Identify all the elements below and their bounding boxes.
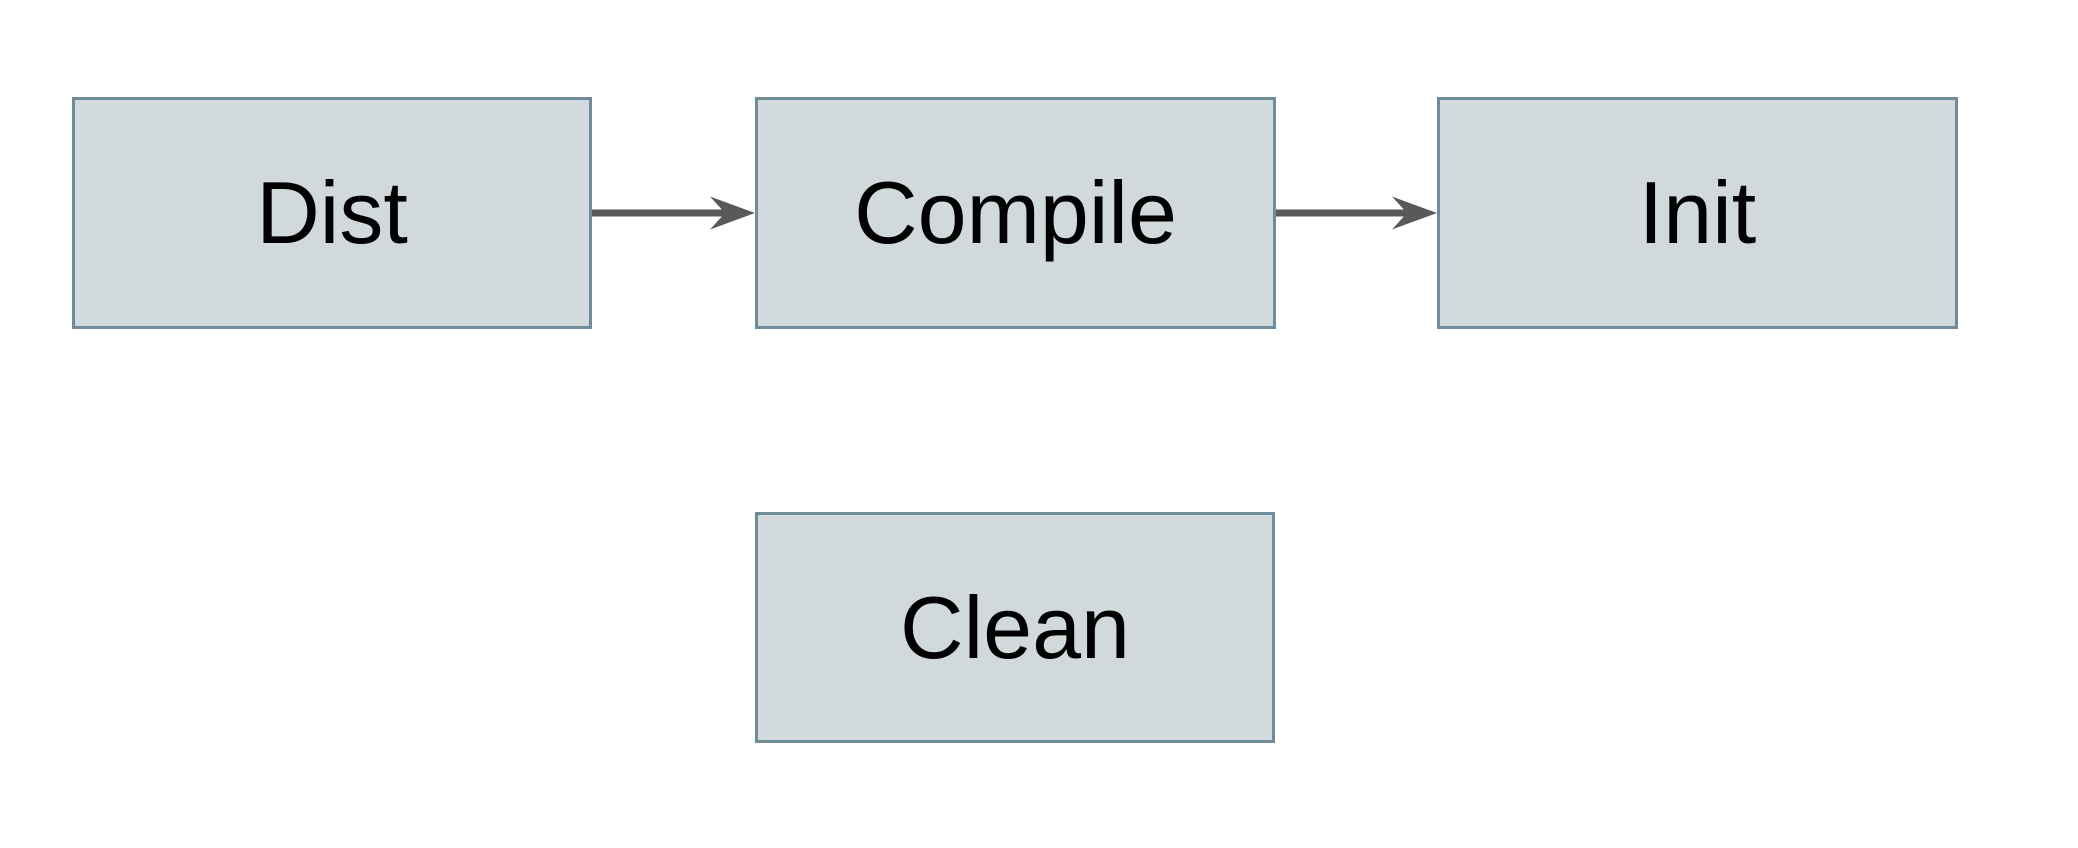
node-init-label: Init — [1638, 163, 1757, 262]
node-clean-label: Clean — [900, 577, 1130, 677]
arrow-compile-to-init-head-icon — [1392, 196, 1437, 230]
arrow-dist-to-compile-head-icon — [710, 196, 755, 230]
node-init: Init — [1437, 97, 1958, 329]
node-dist: Dist — [72, 97, 592, 329]
node-compile: Compile — [755, 97, 1276, 329]
arrow-compile-to-init — [1276, 196, 1437, 230]
node-compile-label: Compile — [854, 163, 1177, 262]
node-dist-label: Dist — [256, 163, 408, 262]
arrow-dist-to-compile — [592, 196, 755, 230]
node-clean: Clean — [755, 512, 1275, 743]
